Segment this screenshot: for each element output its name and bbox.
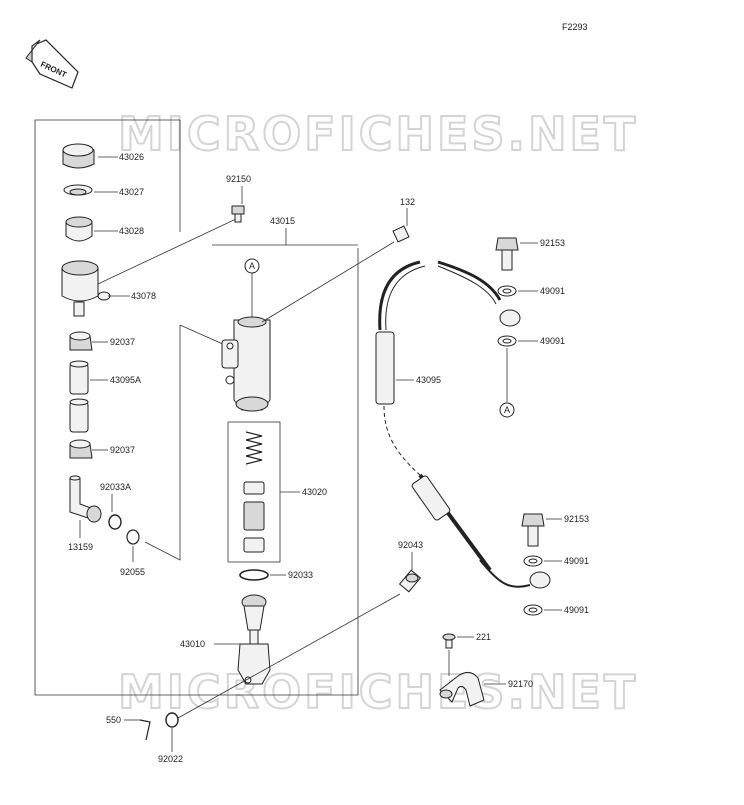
label-92037-bottom: 92037 [110,445,135,455]
label-49091-c: 49091 [564,556,589,566]
label-43095: 43095 [416,375,441,385]
plate-part [63,184,93,196]
label-92033: 92033 [288,570,313,580]
svg-text:A: A [504,405,510,415]
figure-code: F2293 [562,22,588,32]
copper-washer-part-4 [523,604,543,616]
small-screw-part [442,633,456,649]
label-221: 221 [476,632,491,642]
elbow-fitting-part [69,475,102,523]
label-92153-bottom: 92153 [564,514,589,524]
watermark-bottom: MICROFICHES.NET [118,665,638,719]
reservoir-part [61,260,111,317]
frame-bracket [144,325,181,561]
bolt-part [392,225,410,243]
label-13159: 13159 [68,542,93,552]
brake-hose-part [375,260,551,589]
o-ring-part [126,529,140,545]
master-cylinder-body-part [221,316,271,412]
label-92037-top: 92037 [110,337,135,347]
reservoir-cap-part [62,143,95,169]
label-43078: 43078 [131,291,156,301]
hose-piece-part [69,398,89,433]
label-49091-a: 49091 [540,286,565,296]
label-92055: 92055 [120,567,145,577]
label-43020: 43020 [302,487,327,497]
watermark-top: MICROFICHES.NET [118,107,638,161]
banjo-bolt-part [495,237,519,271]
label-92150: 92150 [226,174,251,184]
front-arrow-icon: FRONT [25,39,79,89]
clamp-part-2 [69,439,93,459]
circlip-part-2 [239,569,269,581]
frame-outline [34,119,359,696]
label-92153-top: 92153 [540,238,565,248]
label-92033A: 92033A [100,482,131,492]
label-49091-b: 49091 [540,336,565,346]
hose-clamp-part [439,672,485,707]
copper-washer-part-2 [497,335,517,347]
pin-part [398,569,422,593]
leader-92150-43078 [97,218,237,285]
label-92170: 92170 [508,679,533,689]
label-92022: 92022 [158,754,183,764]
spring-part [245,431,263,465]
circlip-part [108,514,122,530]
label-92043: 92043 [398,540,423,550]
copper-washer-part-3 [523,555,543,567]
label-43026: 43026 [119,152,144,162]
clamp-part [69,331,93,351]
ref-marker-a-top: A [244,258,260,274]
ref-marker-a-right: A [499,402,515,418]
washer-part [165,712,179,728]
label-43027: 43027 [119,187,144,197]
label-43095A: 43095A [110,375,141,385]
cotter-pin-part [139,719,151,741]
label-43015: 43015 [270,216,295,226]
piston-part [243,481,265,553]
label-49091-d: 49091 [564,605,589,615]
label-550: 550 [106,715,121,725]
svg-text:A: A [249,261,255,271]
label-132: 132 [400,197,415,207]
leader-132-body [261,241,395,323]
hose-part [69,360,89,395]
banjo-bolt-part-2 [521,513,545,547]
push-rod-part [237,594,271,685]
label-43010: 43010 [180,639,205,649]
label-43028: 43028 [119,226,144,236]
screw-part [231,205,245,223]
diaphragm-part [65,216,93,242]
copper-washer-part [497,285,517,297]
leader-pin [177,593,401,719]
